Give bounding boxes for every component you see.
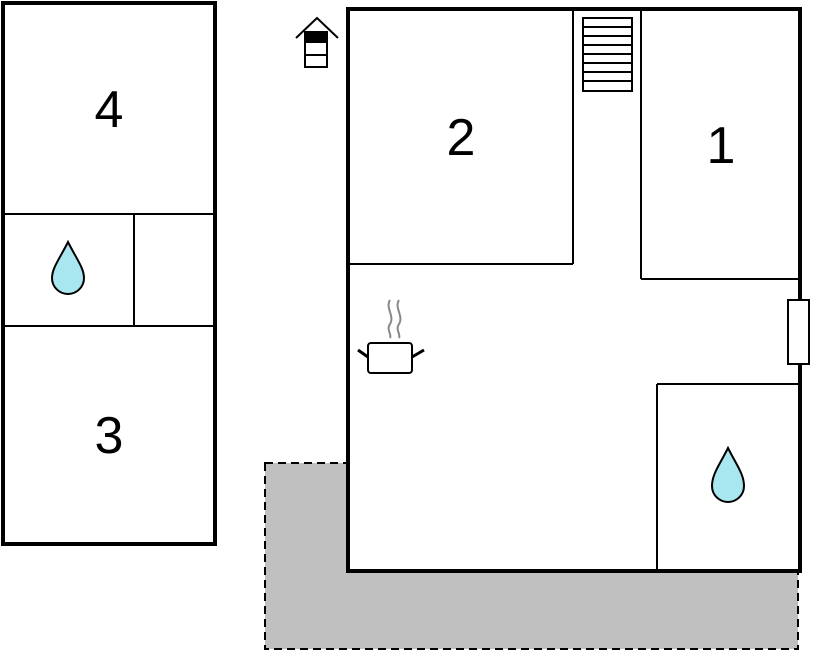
room-label: 4	[95, 81, 124, 139]
cooking-pot-icon	[357, 299, 425, 374]
water-drop-icon	[50, 239, 86, 295]
room-label: 3	[95, 407, 124, 465]
window-icon	[787, 299, 810, 365]
water-drop-icon	[710, 445, 746, 503]
room-label: 1	[707, 117, 736, 175]
left-building	[1, 1, 217, 546]
stairs-icon	[582, 17, 633, 92]
house-orientation-icon	[295, 16, 339, 68]
room-label: 2	[447, 109, 476, 167]
